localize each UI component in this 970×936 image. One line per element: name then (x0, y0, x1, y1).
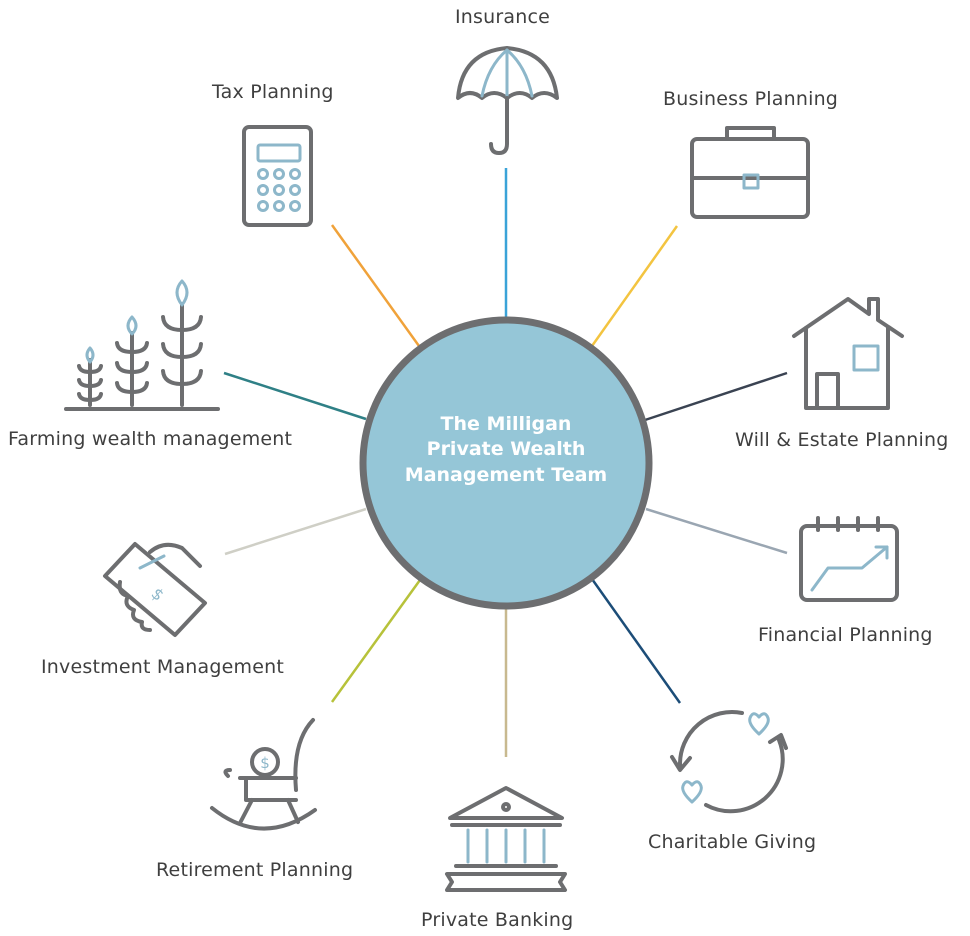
connector-will-estate-planning (644, 371, 788, 422)
rocking-chair-icon: $ (210, 718, 317, 831)
label-business-planning: Business Planning (663, 88, 839, 110)
svg-text:$: $ (148, 584, 168, 605)
label-investment-management: Investment Management (41, 656, 285, 678)
label-insurance: Insurance (455, 6, 551, 28)
label-will-estate-planning: Will & Estate Planning (735, 429, 949, 451)
svg-text:$: $ (260, 754, 270, 772)
connector-investment-management (224, 507, 367, 556)
crops-icon (64, 279, 220, 411)
label-farming-wealth-management: Farming wealth management (8, 428, 293, 450)
connector-charitable-giving (590, 578, 682, 704)
label-tax-planning: Tax Planning (212, 81, 334, 103)
label-private-banking: Private Banking (421, 909, 574, 931)
calculator-icon (242, 125, 313, 227)
hub-title-line-2: Private Wealth (426, 438, 586, 461)
house-icon (792, 297, 904, 410)
umbrella-icon (456, 46, 559, 155)
connector-retirement-planning (330, 579, 422, 703)
hub-circle (359, 316, 653, 610)
handshake-icon: $ (103, 542, 207, 637)
label-financial-planning: Financial Planning (758, 624, 933, 646)
connector-business-planning (590, 225, 679, 347)
heart-cycle-icon (670, 710, 788, 814)
hub-title: The Milligan Private Wealth Management T… (365, 412, 647, 488)
connector-farming-wealth-management (223, 371, 367, 421)
bank-icon (445, 786, 567, 892)
calendar-chart-icon (799, 516, 899, 602)
briefcase-icon (690, 126, 810, 219)
connector-tax-planning (330, 224, 421, 347)
hub-title-line-3: Management Team (404, 463, 608, 486)
label-retirement-planning: Retirement Planning (156, 859, 354, 881)
label-charitable-giving: Charitable Giving (648, 831, 817, 853)
connector-financial-planning (645, 507, 788, 555)
hub-title-line-1: The Milligan (440, 413, 572, 435)
connector-lines (223, 168, 788, 757)
